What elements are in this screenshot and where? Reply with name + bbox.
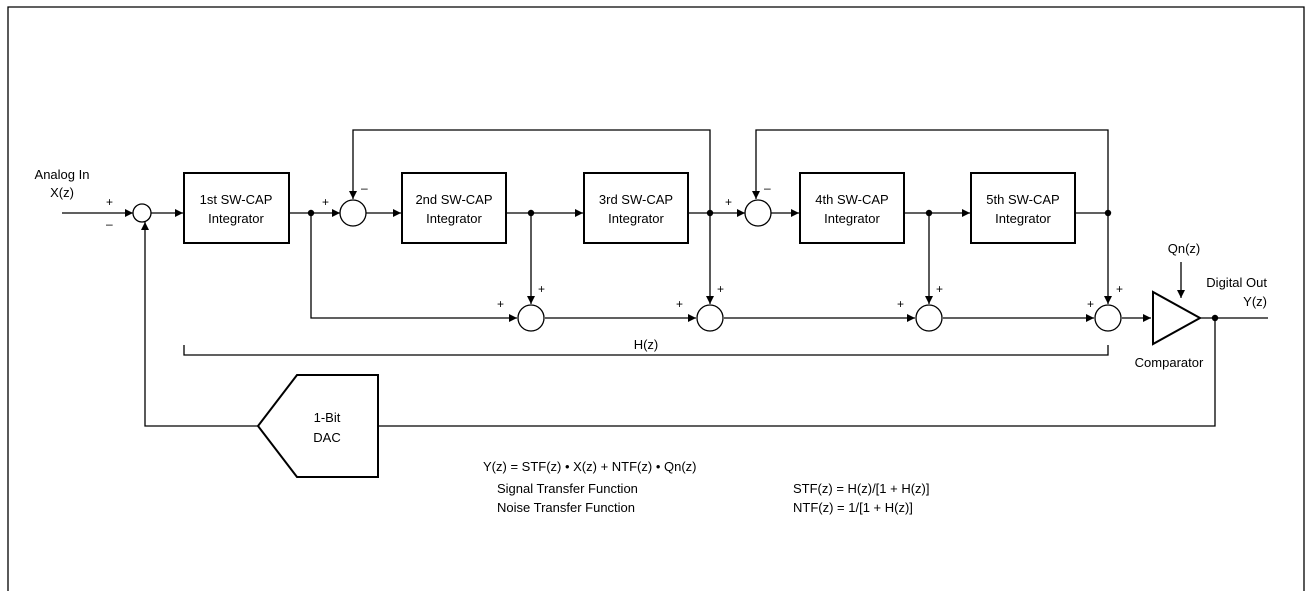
integrator-3-line1: 3rd SW-CAP (599, 192, 673, 207)
plus-sign: + (936, 282, 943, 296)
adder-2 (696, 304, 724, 332)
integrator-1-block (183, 172, 290, 244)
frame-border (7, 6, 1305, 591)
plus-sign: + (717, 282, 724, 296)
dac-label-line1: 1-Bit (314, 410, 341, 425)
dac-label-line2: DAC (313, 430, 340, 445)
adder-1 (517, 304, 545, 332)
junction-dot (925, 209, 933, 217)
plus-sign: + (322, 195, 329, 209)
output-label-line2: Y(z) (1243, 294, 1267, 309)
junction-dot (1211, 314, 1219, 322)
plus-sign: + (1116, 282, 1123, 296)
integrator-2-line2: Integrator (426, 211, 482, 226)
plus-sign: + (725, 195, 732, 209)
junction-dot (307, 209, 315, 217)
summing-junction-loop2 (744, 199, 772, 227)
integrator-5-line1: 5th SW-CAP (986, 192, 1059, 207)
summing-junction-input (132, 203, 152, 223)
equation-main: Y(z) = STF(z) • X(z) + NTF(z) • Qn(z) (483, 459, 696, 474)
input-label-line1: Analog In (35, 167, 90, 182)
output-label-line1: Digital Out (1206, 275, 1267, 290)
integrator-4-line2: Integrator (824, 211, 880, 226)
integrator-5-line2: Integrator (995, 211, 1051, 226)
plus-sign: + (897, 297, 904, 311)
minus-sign: – (361, 181, 368, 195)
wire-out-dac (378, 318, 1216, 427)
stf-name: Signal Transfer Function (497, 481, 638, 496)
adder-4 (1094, 304, 1122, 332)
integrator-2-line1: 2nd SW-CAP (415, 192, 492, 207)
integrator-3-block (583, 172, 689, 244)
ntf-name: Noise Transfer Function (497, 500, 635, 515)
hz-label: H(z) (634, 337, 659, 352)
junction-dot (706, 209, 714, 217)
stf-equation: STF(z) = H(z)/[1 + H(z)] (793, 481, 930, 496)
integrator-2-block (401, 172, 507, 244)
input-label-line2: X(z) (50, 185, 74, 200)
feedback-loop-1 (349, 129, 711, 213)
plus-sign: + (106, 195, 113, 209)
integrator-1-line1: 1st SW-CAP (200, 192, 273, 207)
comparator-label: Comparator (1135, 355, 1204, 370)
ntf-equation: NTF(z) = 1/[1 + H(z)] (793, 500, 913, 515)
minus-sign: – (106, 217, 113, 231)
dac-block (256, 374, 379, 478)
qn-label: Qn(z) (1168, 241, 1201, 256)
plus-sign: + (538, 282, 545, 296)
hz-bracket (183, 345, 1109, 356)
integrator-5-block (970, 172, 1076, 244)
minus-sign: – (764, 181, 771, 195)
summing-junction-loop1 (339, 199, 367, 227)
adder-3 (915, 304, 943, 332)
integrator-4-line1: 4th SW-CAP (815, 192, 888, 207)
junction-dot (527, 209, 535, 217)
plus-sign: + (1087, 297, 1094, 311)
wire-dac-sum1 (141, 222, 258, 427)
plus-sign: + (676, 297, 683, 311)
integrator-3-line2: Integrator (608, 211, 664, 226)
tap-int1 (310, 213, 517, 322)
plus-sign: + (497, 297, 504, 311)
integrator-1-line2: Integrator (208, 211, 264, 226)
comparator-symbol (1152, 290, 1203, 346)
integrator-4-block (799, 172, 905, 244)
feedback-loop-2 (752, 129, 1109, 213)
junction-dot (1104, 209, 1112, 217)
